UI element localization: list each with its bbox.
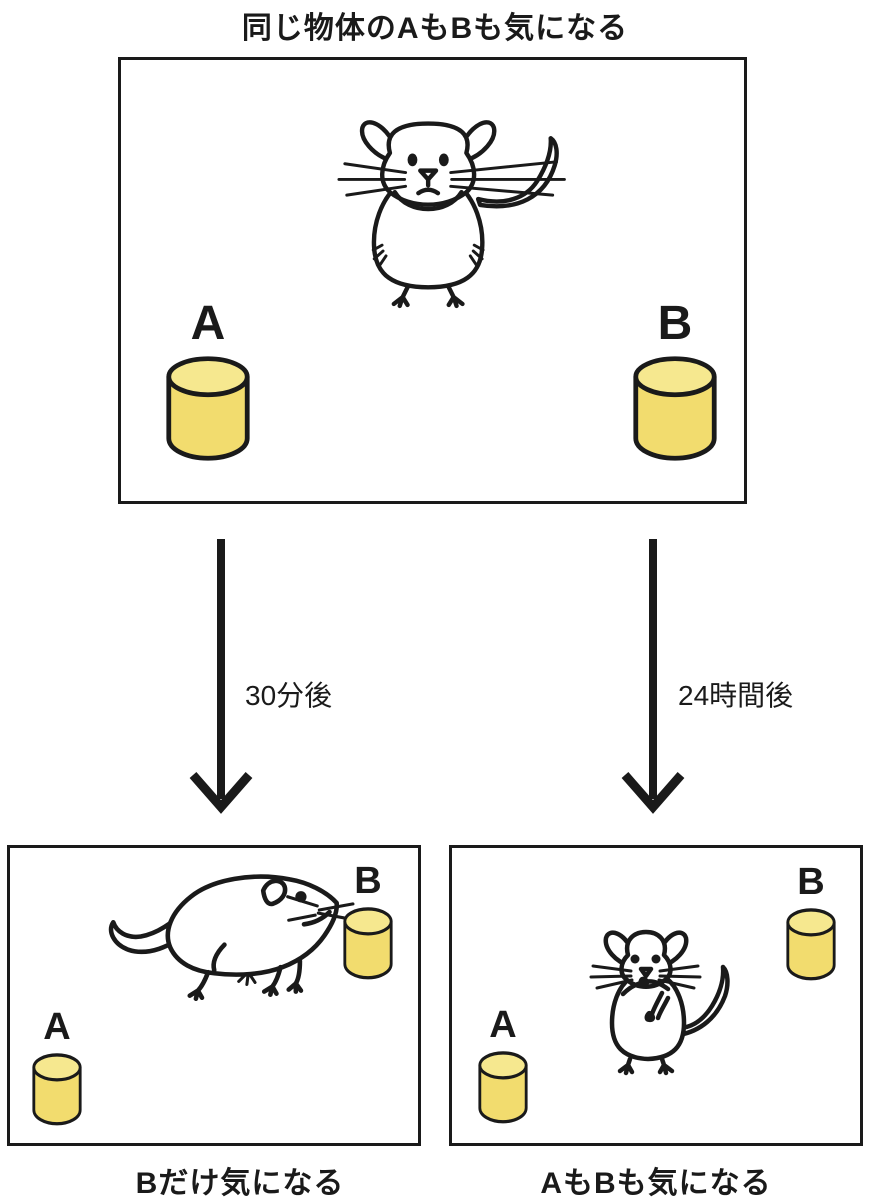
object-a-label: A <box>489 1004 517 1046</box>
object-b-cylinder-icon <box>633 356 717 461</box>
transition-left-label: 30分後 <box>245 680 333 711</box>
rodent-front-illustration <box>337 120 566 309</box>
bottom-left-panel: B A <box>7 845 421 1146</box>
object-a: A <box>164 300 252 463</box>
object-a-cylinder-icon <box>478 1051 528 1124</box>
object-a-cylinder-icon <box>166 356 250 461</box>
transition-right-label: 24時間後 <box>678 680 794 711</box>
object-b-label: B <box>354 860 382 902</box>
bottom-right-panel: B A <box>449 845 863 1146</box>
rodent-grooming-illustration <box>589 929 730 1076</box>
diagram-title: 同じ物体のAもBも気になる <box>241 12 629 45</box>
object-b: B <box>631 300 719 463</box>
top-panel: A B <box>118 57 747 504</box>
object-b-label: B <box>797 861 825 903</box>
object-a: A <box>477 1006 529 1125</box>
down-arrow-right-icon <box>621 539 685 814</box>
object-b-cylinder-icon <box>343 907 393 980</box>
object-b: B <box>342 862 394 981</box>
object-a-label: A <box>190 297 226 350</box>
object-b: B <box>785 863 837 982</box>
object-a-cylinder-icon <box>32 1053 82 1126</box>
object-a-label: A <box>43 1006 71 1048</box>
down-arrow-left-icon <box>189 539 253 814</box>
object-b-label: B <box>657 297 693 350</box>
object-a: A <box>31 1008 83 1127</box>
bottom-left-caption: Bだけ気になる <box>135 1167 345 1200</box>
rodent-sniffing-illustration <box>108 874 355 1002</box>
object-b-cylinder-icon <box>786 908 836 981</box>
bottom-right-caption: AもBも気になる <box>540 1167 772 1200</box>
